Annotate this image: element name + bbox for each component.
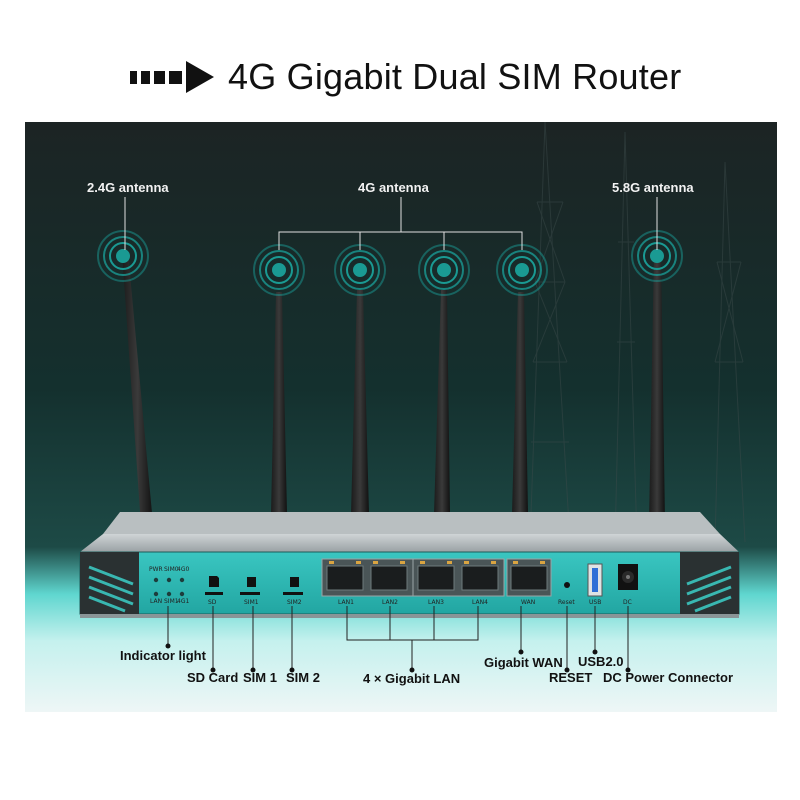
port-label-wan: WAN	[521, 599, 536, 606]
callout-lan: 4 × Gigabit LAN	[363, 671, 461, 686]
callout-indicator-light: Indicator light	[120, 648, 206, 663]
label-5-8g-antenna: 5.8G antenna	[612, 180, 694, 195]
antenna-bracket	[124, 197, 658, 250]
panel-label-sd: SD	[208, 599, 217, 606]
callout-sim-1: SIM 1	[243, 670, 277, 685]
panel-label-reset: Reset	[558, 599, 575, 606]
callout-sd-card: SD Card	[187, 670, 239, 685]
callout-usb: USB2.0	[578, 654, 624, 669]
port-label-lan3: LAN3	[428, 599, 444, 606]
rear-connectors	[564, 563, 638, 597]
led-label-lan: LAN	[150, 598, 163, 605]
title-row: 4G Gigabit Dual SIM Router	[130, 52, 681, 102]
led-label-sim0: SIM0	[164, 566, 179, 573]
antenna-4g-4	[512, 292, 528, 514]
led-label-sim1: SIM1	[164, 598, 179, 605]
background-pylons	[529, 122, 746, 543]
antenna-4g-1	[271, 292, 287, 514]
antennas	[122, 252, 665, 526]
reset-hole	[564, 582, 570, 588]
panel-label-usb: USB	[589, 599, 602, 606]
antenna-2-4g	[122, 252, 153, 526]
arrow-right-icon	[130, 61, 214, 93]
sd-slot	[205, 592, 223, 595]
antenna-4g-3	[434, 290, 450, 514]
panel-label-dc: DC	[623, 599, 632, 606]
port-label-lan1: LAN1	[338, 599, 354, 606]
led-label-4g1: 4G1	[177, 598, 190, 605]
panel-label-sim1: SIM1	[244, 599, 259, 606]
antenna-5-8g	[649, 252, 665, 524]
callout-reset: RESET	[549, 670, 593, 685]
card-slots	[205, 576, 303, 595]
callout-dots	[165, 643, 631, 673]
callout-lines	[167, 606, 629, 668]
wifi-signal-icon	[97, 230, 683, 296]
router-illustration	[25, 122, 777, 712]
sim2-slot	[283, 592, 303, 595]
indicator-leds	[153, 577, 185, 597]
led-label-4g0: 4G0	[177, 566, 190, 573]
port-label-lan2: LAN2	[382, 599, 398, 606]
callout-sim-2: SIM 2	[286, 670, 320, 685]
callout-dc: DC Power Connector	[603, 670, 734, 685]
panel-label-sim2: SIM2	[287, 599, 302, 606]
antenna-4g-2	[351, 290, 369, 514]
sim-card-icon	[247, 577, 299, 587]
label-4g-antenna: 4G antenna	[358, 180, 429, 195]
port-label-lan4: LAN4	[472, 599, 488, 606]
label-2-4g-antenna: 2.4G antenna	[87, 180, 169, 195]
led-label-pwr: PWR	[149, 566, 163, 573]
page-title: 4G Gigabit Dual SIM Router	[228, 56, 682, 97]
sd-card-icon	[209, 576, 219, 587]
product-photo: 2.4G antenna 4G antenna 5.8G antenna PWR…	[25, 122, 777, 712]
sim1-slot	[240, 592, 260, 595]
ethernet-ports	[321, 558, 552, 597]
callout-wan: Gigabit WAN	[484, 655, 563, 670]
